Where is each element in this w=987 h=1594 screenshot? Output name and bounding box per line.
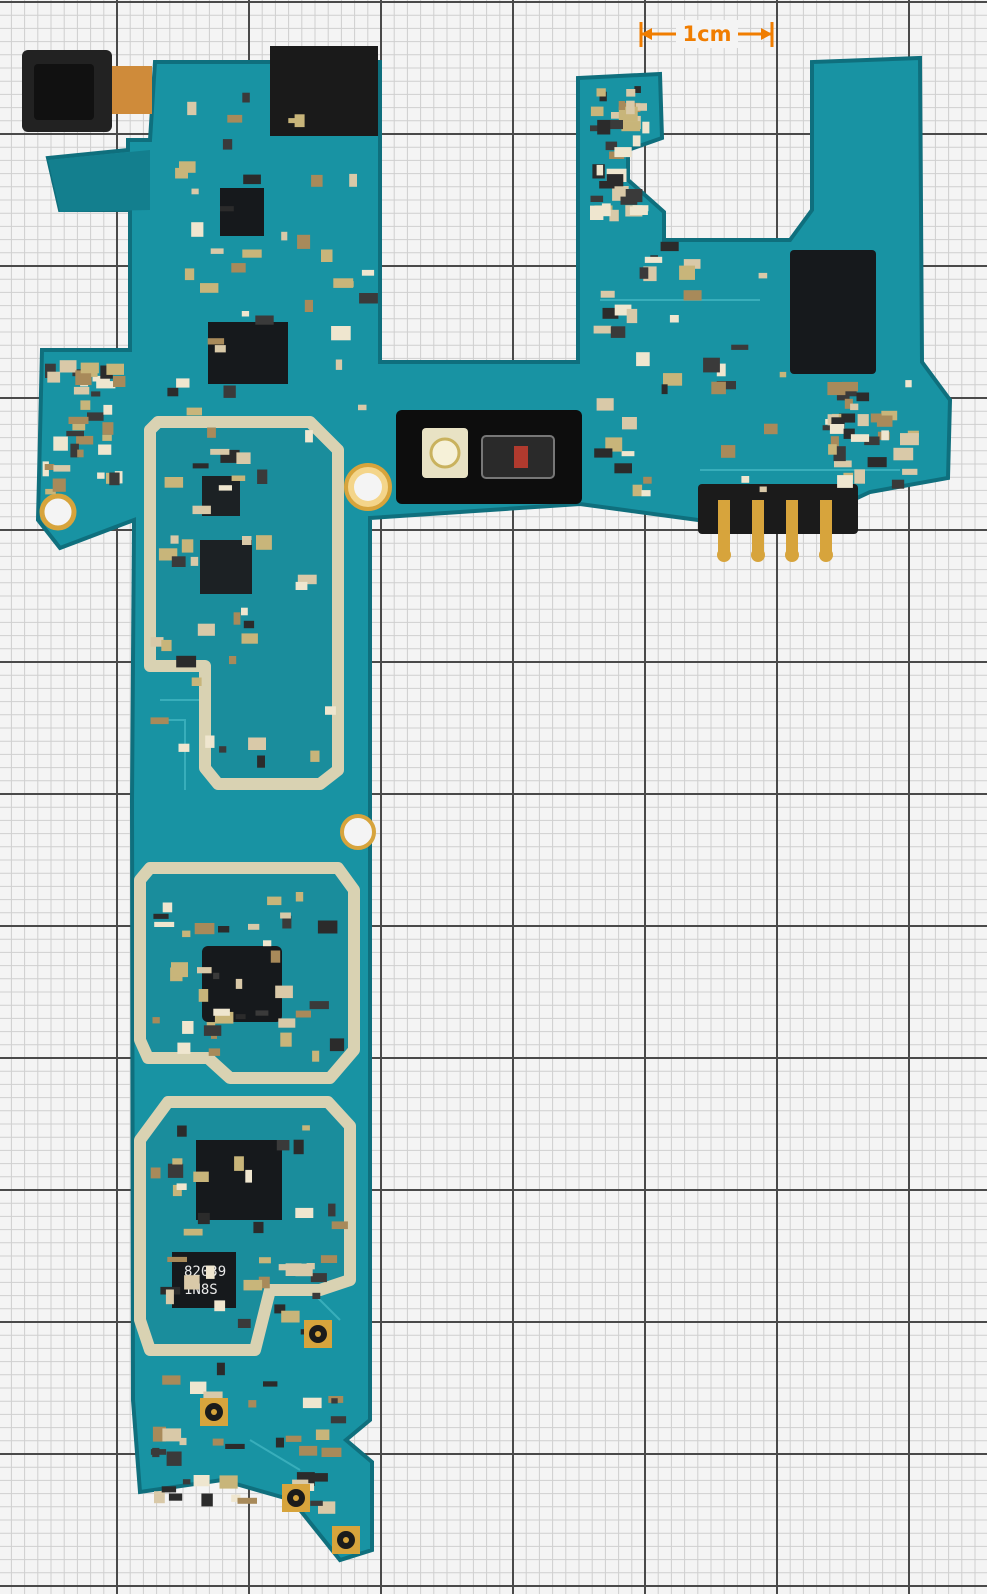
pcb-left-arm (48, 150, 150, 212)
scale-bar: 1cm (639, 20, 774, 48)
scale-bar-label: 1cm (683, 22, 732, 46)
battery-connector-pins (717, 500, 833, 562)
battery-connector (698, 484, 858, 562)
antenna-connectors (200, 1320, 360, 1554)
camera-flash-module (396, 410, 582, 504)
smd-components (42, 86, 919, 1514)
ic-chips: 82039 1N8S (172, 188, 876, 1308)
mounting-holes (39, 463, 392, 850)
headphone-jack (22, 46, 378, 136)
